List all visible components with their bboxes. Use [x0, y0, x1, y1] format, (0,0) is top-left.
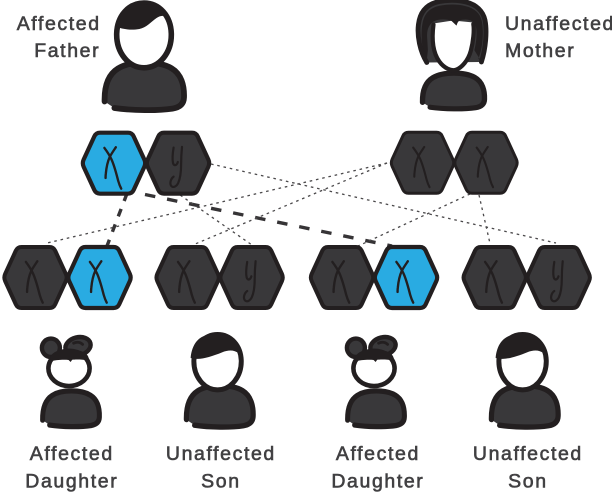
svg-text:Affected: Affected: [17, 13, 101, 35]
svg-text:Daughter: Daughter: [331, 471, 424, 493]
svg-text:Father: Father: [34, 40, 100, 62]
svg-text:Mother: Mother: [505, 40, 575, 62]
svg-text:Unaffected: Unaffected: [505, 13, 612, 35]
svg-text:Affected: Affected: [30, 443, 114, 465]
svg-text:Daughter: Daughter: [25, 471, 118, 493]
svg-text:Unaffected: Unaffected: [166, 443, 276, 465]
svg-text:Affected: Affected: [336, 443, 420, 465]
svg-text:Son: Son: [201, 471, 241, 493]
svg-text:Unaffected: Unaffected: [473, 443, 583, 465]
svg-text:Son: Son: [508, 471, 548, 493]
